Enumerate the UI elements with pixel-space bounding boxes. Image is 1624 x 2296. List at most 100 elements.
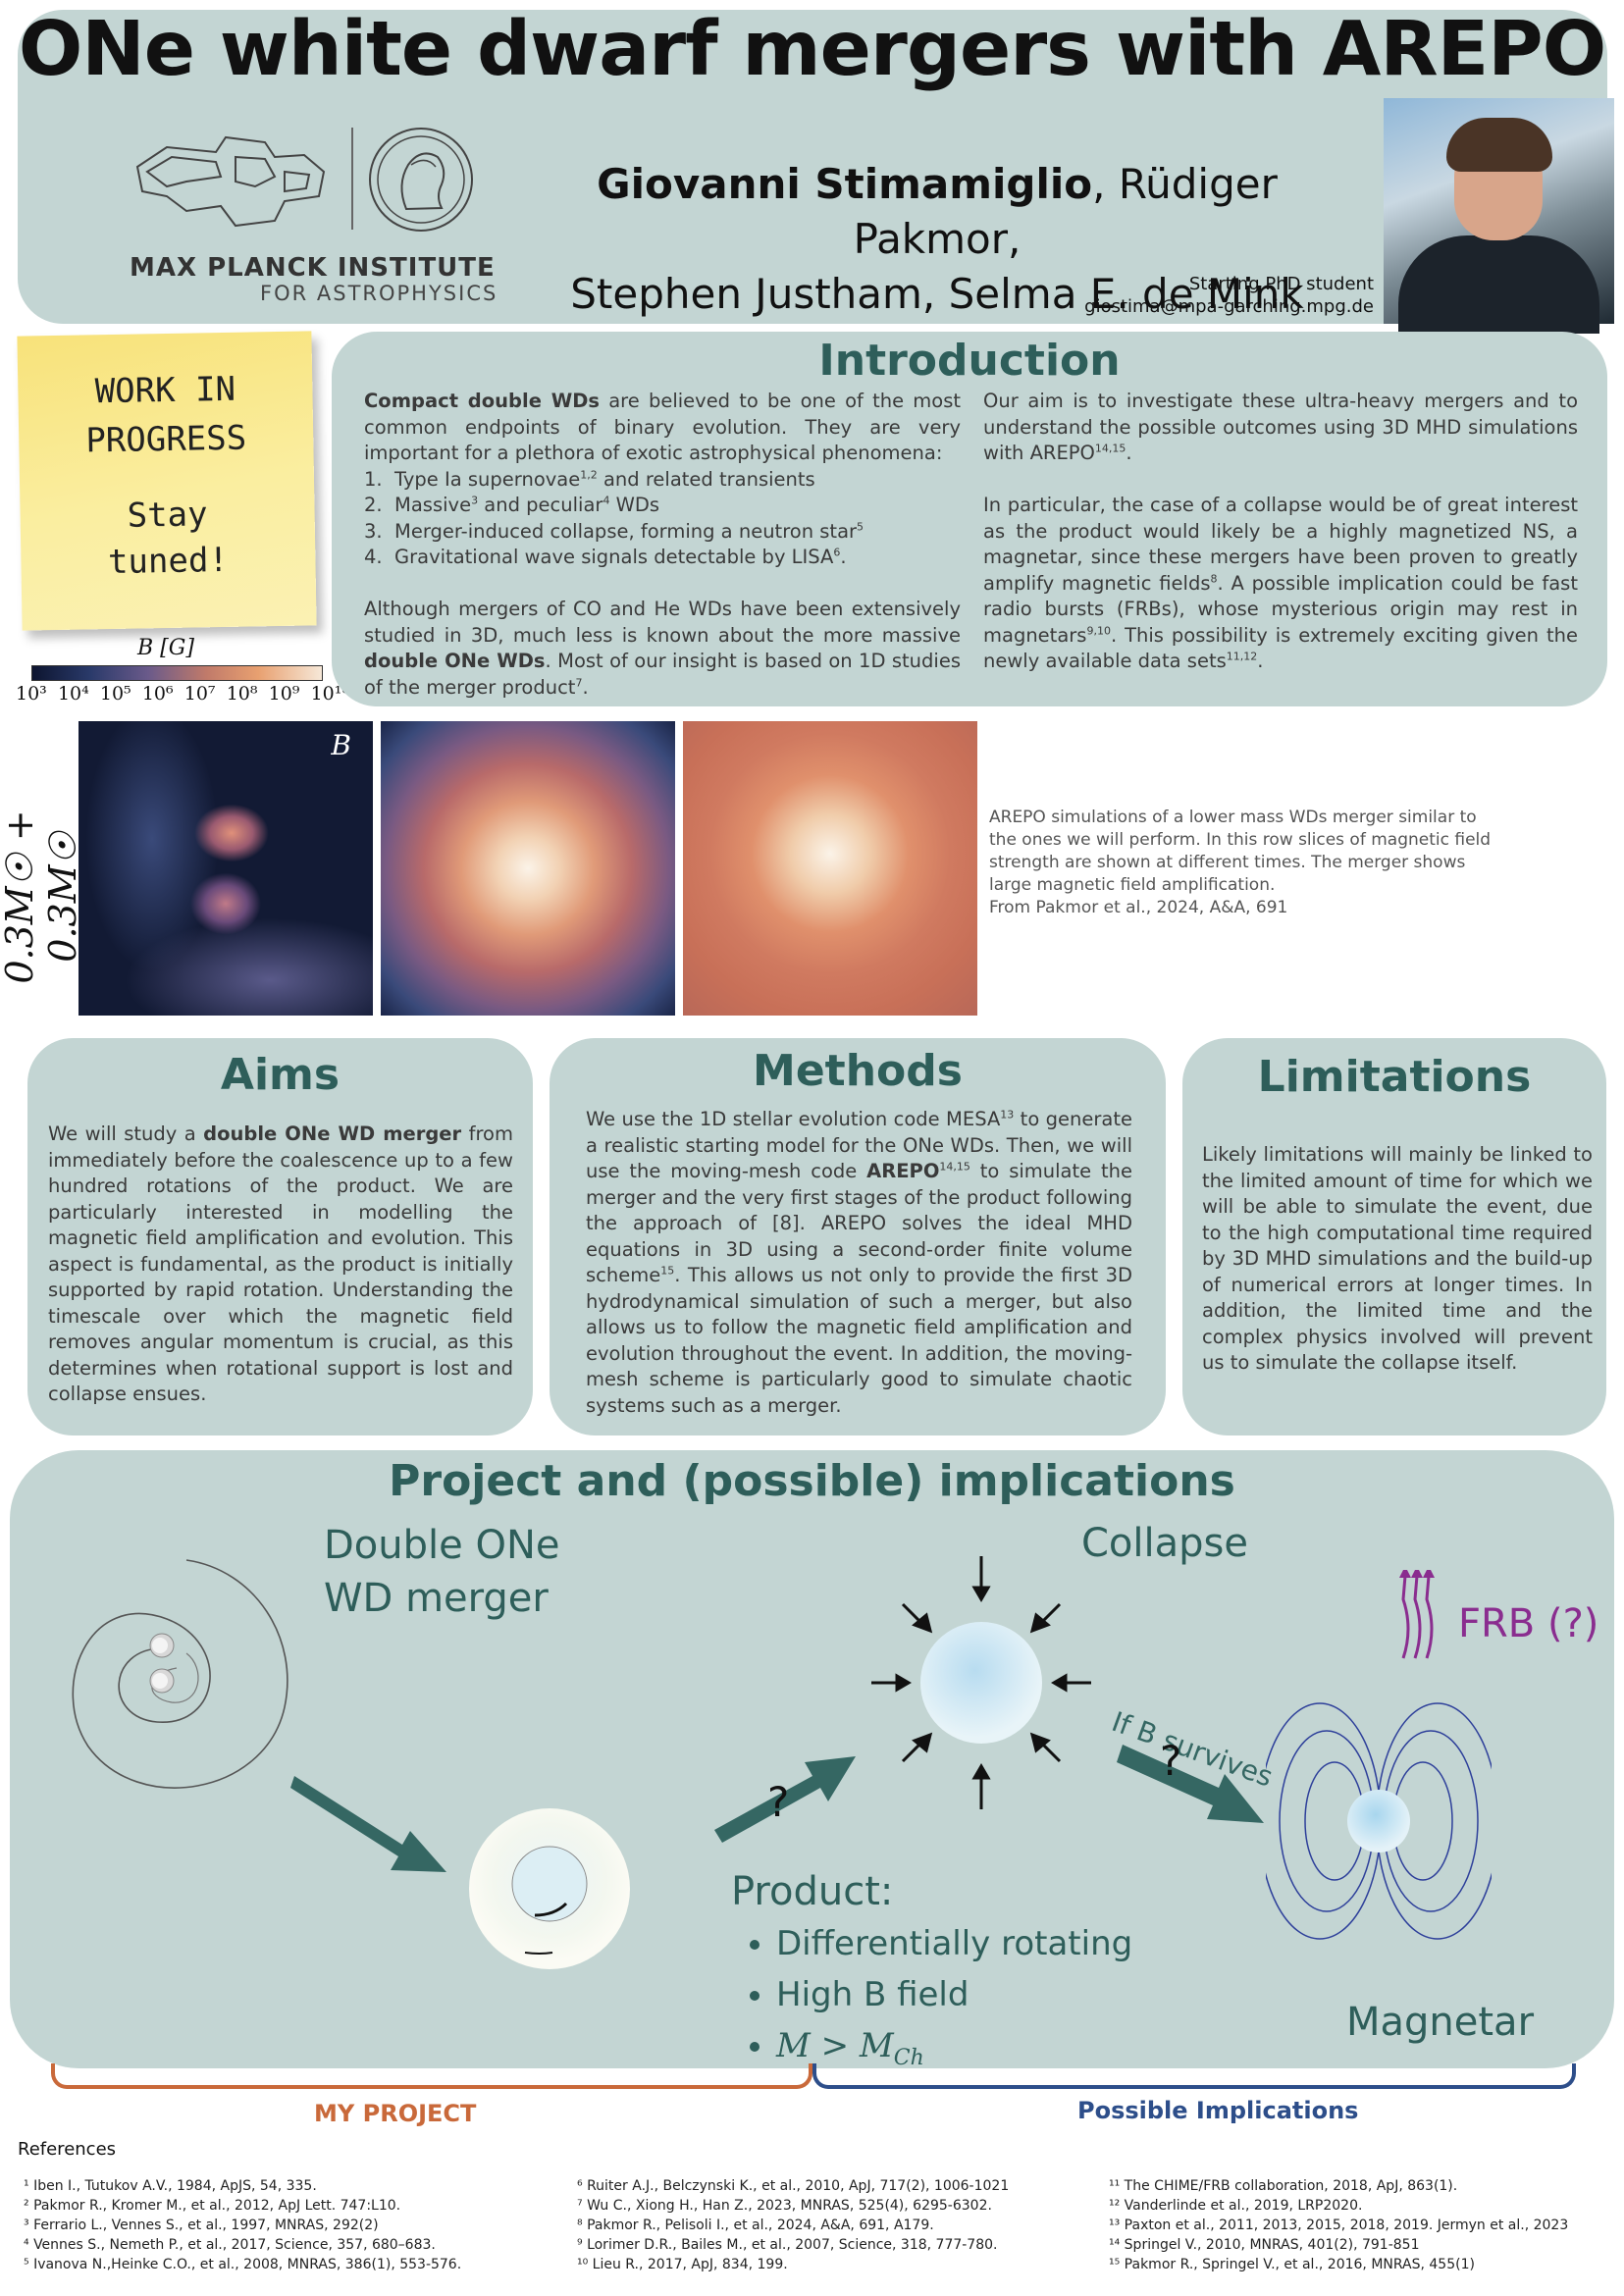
frb-label: FRB (?)	[1458, 1601, 1599, 1646]
my-project-label: MY PROJECT	[314, 2100, 477, 2127]
product-item-mass-sub: Ch	[893, 2045, 924, 2070]
author-email: giostima@mpa-garching.mpg.de	[1084, 296, 1374, 317]
limitations-text: Likely limitations will mainly be linked…	[1202, 1143, 1593, 1374]
note-line1: WORK IN	[94, 369, 236, 412]
aims-heading: Aims	[220, 1050, 341, 1100]
product-item-rotation: Differentially rotating	[776, 1918, 1132, 1969]
product-item-mass: M > MCh	[776, 2020, 1132, 2084]
implications-label: Possible Implications	[1077, 2097, 1359, 2124]
author-list: Giovanni Stimamiglio, Rüdiger Pakmor, St…	[530, 157, 1344, 322]
intro-p4a: In particular, the case of a collapse wo…	[983, 494, 1578, 595]
references-col2: ⁶ Ruiter A.J., Belczynski K., et al., 20…	[577, 2176, 1107, 2274]
magnetar-label: Magnetar	[1346, 2000, 1535, 2045]
merger-spiral-diagram	[72, 1559, 288, 1789]
aims-text: We will study a double ONe WD merger fro…	[48, 1122, 513, 1408]
ref-7: ⁷ Wu C., Xiong H., Han Z., 2023, MNRAS, …	[577, 2198, 992, 2214]
tick-1e8: 10⁸	[226, 683, 258, 704]
aims-bold: double ONe WD merger	[203, 1122, 462, 1145]
tick-1e5: 10⁵	[99, 683, 131, 704]
sim-panel-label: B	[331, 729, 351, 761]
sim-slice-late	[683, 721, 977, 1016]
references-col3: ¹¹ The CHIME/FRB collaboration, 2018, Ap…	[1109, 2176, 1619, 2274]
mpi-building-logo	[135, 135, 326, 228]
tick-1e10: 10¹⁰	[310, 683, 349, 704]
intro-item1b: and related transients	[602, 467, 815, 491]
my-project-bracket	[51, 2063, 812, 2089]
ref-9: ⁹ Lorimer D.R., Bailes M., et al., 2007,…	[577, 2237, 998, 2253]
implications-bracket	[812, 2063, 1576, 2089]
magnetar-diagram	[1266, 1570, 1492, 1940]
project-panel: Project and (possible) implications	[10, 1450, 1614, 2068]
coauthors-line2: Stephen Justham, Selma E. de Mink	[570, 270, 1304, 318]
product-title: Product:	[731, 1869, 894, 1914]
arrow-to-collapse	[714, 1756, 856, 1843]
colorbar-label: B [G]	[137, 636, 194, 660]
product-list: Differentially rotating High B field M >…	[731, 1918, 1132, 2084]
tick-1e9: 10⁹	[268, 683, 300, 704]
product-sphere	[469, 1808, 630, 1969]
methods-t1: We use the 1D stellar evolution code MES…	[586, 1108, 1001, 1130]
header-panel	[18, 10, 1607, 324]
references-heading: References	[18, 2139, 117, 2160]
intro-p4c: . This possibility is extremely exciting…	[983, 623, 1578, 673]
intro-item2c: WDs	[615, 494, 660, 516]
aims-panel: Aims We will study a double ONe WD merge…	[27, 1038, 533, 1435]
ref-14: ¹⁴ Springel V., 2010, MNRAS, 401(2), 791…	[1109, 2237, 1420, 2253]
intro-item2b: and peculiar	[484, 494, 603, 516]
question-mark-collapse: ?	[1160, 1737, 1182, 1785]
ref-1: ¹ Iben I., Tutukov A.V., 1984, ApJS, 54,…	[24, 2178, 317, 2194]
aims-t1: We will study a	[48, 1122, 204, 1145]
intro-p2a: Although mergers of CO and He WDs have b…	[364, 598, 961, 647]
methods-bold: AREPO	[866, 1160, 940, 1182]
poster-title: ONe white dwarf mergers with AREPO	[18, 6, 1606, 93]
author-status: Starting PhD student	[1188, 274, 1374, 294]
limitations-panel: Limitations Likely limitations will main…	[1182, 1038, 1606, 1435]
methods-heading: Methods	[753, 1046, 963, 1096]
note-line2: PROGRESS	[85, 418, 247, 461]
collapse-label: Collapse	[1081, 1521, 1248, 1566]
references-col1: ¹ Iben I., Tutukov A.V., 1984, ApJS, 54,…	[24, 2176, 573, 2274]
ref-12: ¹² Vanderlinde et al., 2019, LRP2020.	[1109, 2198, 1363, 2214]
tick-1e7: 10⁷	[183, 683, 216, 704]
introduction-panel: Introduction Compact double WDs are beli…	[332, 332, 1607, 706]
merger-label-line1: Double ONe	[324, 1523, 560, 1568]
project-heading: Project and (possible) implications	[389, 1456, 1235, 1506]
ref-5: ⁵ Ivanova N.,Heinke C.O., et al., 2008, …	[24, 2257, 462, 2272]
contact-info: Starting PhD student giostima@mpa-garchi…	[1084, 273, 1374, 318]
intro-bold-lead: Compact double WDs	[364, 390, 601, 412]
ref-11: ¹¹ The CHIME/FRB collaboration, 2018, Ap…	[1109, 2178, 1458, 2194]
methods-t2: to generate a realistic starting model f…	[586, 1108, 1132, 1182]
intro-p1: are believed to be one of the most commo…	[364, 390, 962, 464]
intro-p2-bold: double ONe WDs	[364, 650, 546, 672]
institute-subtitle: FOR ASTROPHYSICS	[260, 282, 498, 305]
institute-name: MAX PLANCK INSTITUTE	[130, 253, 496, 283]
intro-p3: Our aim is to investigate these ultra-he…	[983, 390, 1578, 464]
ref-4: ⁴ Vennes S., Nemeth P., et al., 2017, Sc…	[24, 2237, 436, 2253]
author-photo	[1384, 98, 1614, 334]
collapse-diagram	[871, 1556, 1091, 1809]
product-item-mass-text: M > M	[776, 2026, 894, 2065]
arrow-to-product	[290, 1776, 446, 1872]
intro-p2b: . Most of our insight is based on 1D stu…	[364, 650, 961, 699]
question-mark-product: ?	[767, 1778, 790, 1826]
methods-t4: . This allows us not only to provide the…	[586, 1264, 1132, 1417]
tick-1e4: 10⁴	[57, 683, 89, 704]
note-line4: tuned!	[107, 540, 230, 583]
sim-caption: AREPO simulations of a lower mass WDs me…	[989, 807, 1499, 919]
ref-3: ³ Ferrario L., Vennes S., et al., 1997, …	[24, 2218, 379, 2233]
product-item-field: High B field	[776, 1969, 1132, 2020]
ref-8: ⁸ Pakmor R., Pelisoli I., et al., 2024, …	[577, 2218, 934, 2233]
sim-slice-middle	[381, 721, 675, 1016]
tick-1e6: 10⁶	[141, 683, 174, 704]
merger-label: Double ONe WD merger	[324, 1519, 559, 1625]
intro-item1a: Type Ia supernovae	[394, 467, 581, 491]
limitations-heading: Limitations	[1257, 1052, 1532, 1102]
note-line3: Stay	[127, 495, 208, 536]
aims-t2: from immediately before the coalescence …	[48, 1122, 513, 1405]
ref-6: ⁶ Ruiter A.J., Belczynski K., et al., 20…	[577, 2178, 1010, 2194]
work-in-progress-note: WORK IN PROGRESS Stay tuned!	[17, 331, 317, 631]
colorbar	[31, 665, 323, 681]
intro-item4: Gravitational wave signals detectable by…	[394, 546, 834, 568]
ref-13: ¹³ Paxton et al., 2011, 2013, 2015, 2018…	[1109, 2218, 1569, 2233]
ref-2: ² Pakmor R., Kromer M., et al., 2012, Ap…	[24, 2198, 401, 2214]
